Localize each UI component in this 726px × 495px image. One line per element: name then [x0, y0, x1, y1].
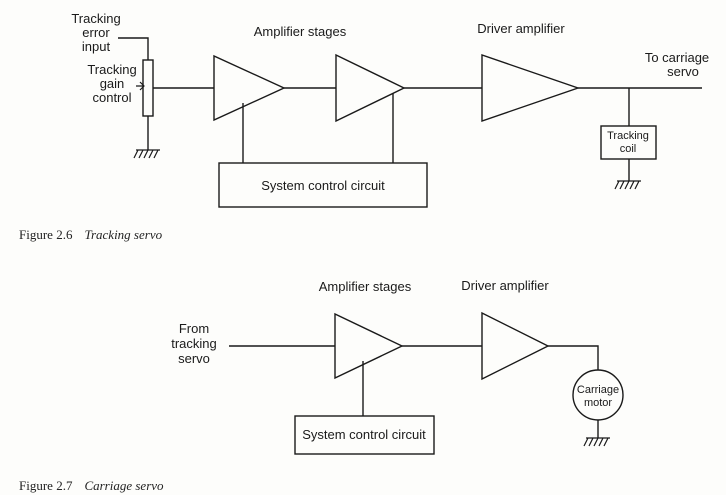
driver-amplifier-label: Driver amplifier: [461, 278, 549, 293]
caption-number: Figure 2.6: [19, 227, 73, 242]
motor-label-line2: motor: [584, 397, 612, 409]
caption-title: Tracking servo: [84, 227, 163, 242]
input-label-line3: input: [82, 39, 111, 54]
input-label-line1: From: [179, 321, 209, 336]
driver-to-motor-wire: [548, 345, 599, 370]
system-control-label: System control circuit: [302, 427, 426, 442]
system-control-label: System control circuit: [261, 178, 385, 193]
ground-icon: [614, 180, 641, 190]
coil-label-line2: coil: [620, 143, 637, 155]
driver-amplifier: [481, 54, 581, 122]
ground-icon: [583, 437, 610, 447]
input-label-line2: tracking: [171, 336, 217, 351]
driver-amplifier-label: Driver amplifier: [477, 21, 565, 36]
system-control-circuit-box: [294, 415, 435, 455]
output-label-line2: servo: [667, 64, 699, 79]
amplifier-stage-2: [335, 53, 406, 123]
input-wire: [118, 37, 149, 60]
tracking-coil-box: [600, 125, 657, 160]
carriage-servo-diagram: From tracking servo Amplifier stages Dri…: [171, 278, 624, 455]
gain-label-line2: gain: [100, 76, 125, 91]
input-label-line1: Tracking: [71, 11, 120, 26]
amplifier-stage-1: [213, 54, 286, 122]
figure-caption-2-6: Figure 2.6 Tracking servo: [19, 227, 162, 243]
input-label-line3: servo: [178, 351, 210, 366]
amplifier-stages-label: Amplifier stages: [254, 24, 347, 39]
output-label-line1: To carriage: [645, 50, 709, 65]
tracking-servo-diagram: Tracking error input Tracking gain contr…: [71, 11, 709, 208]
ground-icon: [133, 149, 160, 159]
coil-label-line1: Tracking: [607, 130, 649, 142]
caption-number: Figure 2.7: [19, 478, 73, 493]
input-label-line2: error: [82, 25, 110, 40]
amplifier-stages-label: Amplifier stages: [319, 279, 412, 294]
gain-label-line3: control: [92, 90, 131, 105]
figure-caption-2-7: Figure 2.7 Carriage servo: [19, 478, 164, 494]
gain-control-wiper: [136, 81, 145, 91]
driver-amplifier: [481, 311, 550, 381]
gain-label-line1: Tracking: [87, 62, 136, 77]
tracking-gain-control: [142, 59, 154, 117]
caption-title: Carriage servo: [84, 478, 164, 493]
system-control-circuit-box: [218, 162, 428, 208]
motor-label-line1: Carriage: [577, 384, 619, 396]
amplifier-stage: [334, 312, 404, 380]
